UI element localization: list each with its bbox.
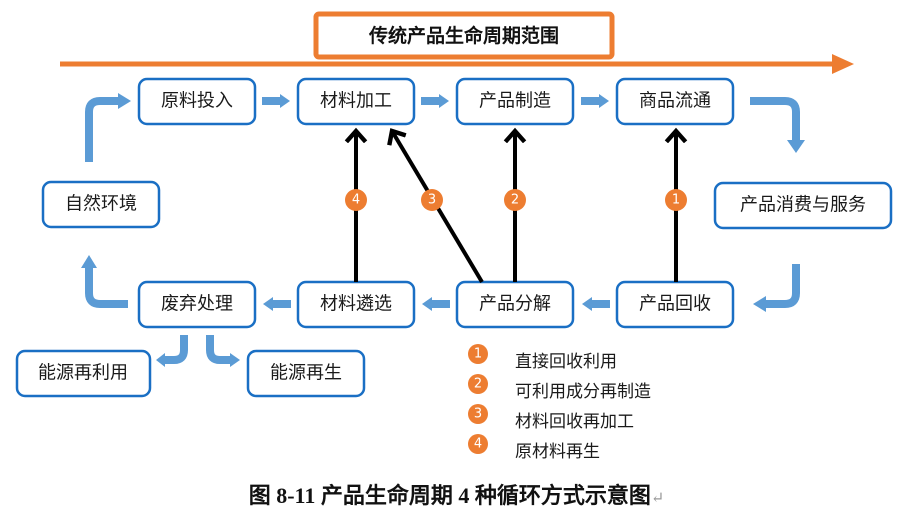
node-waste-disposal: 废弃处理 <box>137 280 257 329</box>
svg-text:产品分解: 产品分解 <box>479 294 551 315</box>
node-consumption-service: 产品消费与服务 <box>713 181 893 230</box>
flow-arrow-processing-to-manufacturing <box>421 94 449 108</box>
flow-arrow-recycling-to-disassembly <box>582 297 610 311</box>
svg-text:废弃处理: 废弃处理 <box>161 294 233 315</box>
svg-text:材料加工: 材料加工 <box>320 91 392 112</box>
svg-text:产品制造: 产品制造 <box>479 91 551 112</box>
legend: 1 直接回收利用 2 可利用成分再制造 3 材料回收再加工 4 原材料再生 <box>468 344 651 462</box>
node-energy-regeneration: 能源再生 <box>246 349 366 398</box>
node-raw-input: 原料投入 <box>137 77 257 126</box>
recycle-path-4: 4 <box>345 131 367 282</box>
svg-text:能源再利用: 能源再利用 <box>38 363 128 384</box>
flow-arrow-sorting-to-disposal <box>263 297 291 311</box>
node-natural-environment: 自然环境 <box>41 180 161 229</box>
return-mark-icon: ↵ <box>650 490 665 507</box>
svg-text:产品回收: 产品回收 <box>639 294 711 315</box>
node-energy-reuse: 能源再利用 <box>15 349 152 398</box>
svg-text:原材料再生: 原材料再生 <box>515 442 600 462</box>
svg-text:产品消费与服务: 产品消费与服务 <box>740 195 866 216</box>
svg-text:3: 3 <box>474 407 482 422</box>
caption-text: 图 8-11 产品生命周期 4 种循环方式示意图 <box>248 483 651 508</box>
node-material-processing: 材料加工 <box>296 77 416 126</box>
svg-text:原料投入: 原料投入 <box>161 91 233 112</box>
svg-text:可利用成分再制造: 可利用成分再制造 <box>515 382 651 402</box>
legend-item: 2 可利用成分再制造 <box>468 374 651 402</box>
svg-text:1: 1 <box>474 347 482 362</box>
badge-2 <box>504 189 526 211</box>
svg-text:材料遴选: 材料遴选 <box>320 294 392 315</box>
title-text: 传统产品生命周期范围 <box>368 24 559 47</box>
node-material-sorting: 材料遴选 <box>296 280 416 329</box>
node-product-manufacturing: 产品制造 <box>455 77 575 126</box>
title-box <box>313 11 615 60</box>
svg-text:2: 2 <box>474 377 482 392</box>
node-product-recycling: 产品回收 <box>615 280 735 329</box>
flow-arrow-circulation-to-consumption <box>750 97 805 153</box>
svg-text:2: 2 <box>511 193 519 208</box>
svg-text:自然环境: 自然环境 <box>65 194 137 215</box>
svg-text:4: 4 <box>352 193 360 208</box>
flow-arrow-manufacturing-to-circulation <box>581 94 609 108</box>
recycle-path-3: 3 <box>392 131 484 284</box>
figure-caption: 图 8-11 产品生命周期 4 种循环方式示意图↵ <box>0 478 913 510</box>
svg-text:能源再生: 能源再生 <box>270 363 342 384</box>
recycle-path-2: 2 <box>504 131 526 282</box>
legend-item: 4 原材料再生 <box>468 434 600 462</box>
flow-arrow-disposal-to-energy-reuse <box>156 335 188 367</box>
legend-item: 1 直接回收利用 <box>468 344 617 372</box>
flow-arrow-disassembly-to-sorting <box>422 297 450 311</box>
flow-arrow-environment-to-input <box>85 93 131 162</box>
svg-text:直接回收利用: 直接回收利用 <box>515 352 617 372</box>
flow-arrow-consumption-to-recycling <box>753 264 800 312</box>
badge-3 <box>421 189 443 211</box>
badge-4 <box>345 189 367 211</box>
svg-text:3: 3 <box>428 193 436 208</box>
node-commodity-circulation: 商品流通 <box>615 77 735 126</box>
flow-arrow-input-to-processing <box>262 94 290 108</box>
recycle-path-1: 1 <box>665 131 687 282</box>
flow-arrow-disposal-to-energy-regeneration <box>206 335 240 367</box>
lifecycle-range-banner: 传统产品生命周期范围 <box>60 11 854 74</box>
node-product-disassembly: 产品分解 <box>455 280 575 329</box>
legend-item: 3 材料回收再加工 <box>468 404 634 432</box>
badge-1 <box>665 189 687 211</box>
svg-text:4: 4 <box>474 437 482 452</box>
flow-arrow-disposal-to-environment <box>81 255 128 308</box>
svg-text:材料回收再加工: 材料回收再加工 <box>515 412 634 432</box>
svg-text:商品流通: 商品流通 <box>639 91 711 112</box>
orange-timeline-arrowhead <box>832 54 854 74</box>
svg-text:1: 1 <box>672 193 680 208</box>
